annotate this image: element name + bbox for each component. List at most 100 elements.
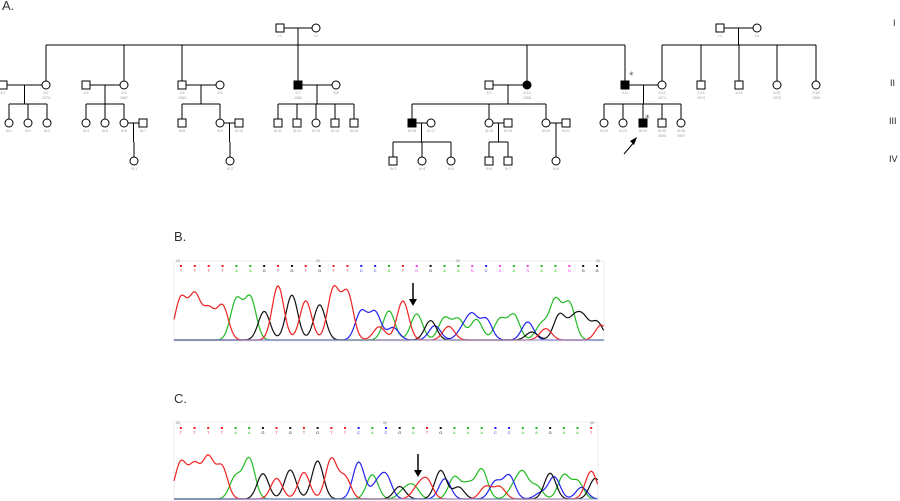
birth-year-label: 1960 bbox=[294, 96, 302, 100]
base-call-label: T bbox=[346, 268, 349, 273]
base-call-label: G bbox=[439, 430, 442, 435]
trace-t bbox=[173, 454, 599, 500]
base-quality-dot bbox=[549, 427, 552, 429]
generation-label-iii: III bbox=[889, 116, 897, 126]
trace-c bbox=[174, 308, 604, 341]
pedigree-male-iii-12 bbox=[292, 118, 302, 128]
pedigree-male-ii-1 bbox=[0, 80, 8, 90]
base-quality-dot bbox=[220, 427, 223, 429]
pedigree-female-iv-2 bbox=[225, 156, 235, 166]
base-quality-dot bbox=[221, 265, 224, 267]
individual-id-label: III:25 bbox=[658, 129, 666, 133]
individual-id-label: III:22 bbox=[600, 129, 608, 133]
base-call-label: G bbox=[398, 430, 401, 435]
pedigree-male-i-3 bbox=[715, 23, 725, 33]
pedigree-female-i-4 bbox=[752, 23, 762, 33]
pedigree-female-iii-2 bbox=[23, 118, 33, 128]
trace-c bbox=[174, 461, 598, 500]
individual-id-label: II:2 bbox=[44, 91, 49, 95]
individual-id-label: III:17 bbox=[427, 129, 435, 133]
pedigree-male-i-1 bbox=[275, 23, 285, 33]
individual-id-label: II:9 bbox=[487, 91, 492, 95]
base-call-label: N bbox=[471, 268, 474, 273]
base-call-label: A bbox=[453, 430, 456, 435]
base-quality-dot bbox=[346, 265, 349, 267]
base-call-label: T bbox=[305, 268, 308, 273]
base-quality-dot bbox=[343, 427, 346, 429]
base-call-label: G bbox=[318, 268, 321, 273]
base-call-label: G bbox=[290, 268, 293, 273]
pedigree-female-ii-4 bbox=[119, 80, 129, 90]
pedigree-female-iii-1 bbox=[4, 118, 14, 128]
base-quality-dot bbox=[412, 427, 415, 429]
base-call-label: A bbox=[467, 430, 470, 435]
base-quality-dot bbox=[467, 427, 470, 429]
individual-id-label: III:21 bbox=[562, 129, 570, 133]
individual-id-label: IV:7 bbox=[505, 167, 511, 171]
base-call-label: N bbox=[499, 268, 502, 273]
base-quality-dot bbox=[429, 265, 432, 267]
base-quality-dot bbox=[471, 265, 474, 267]
generation-label-i: I bbox=[893, 18, 896, 28]
base-call-label: T bbox=[207, 430, 210, 435]
base-quality-dot bbox=[290, 265, 293, 267]
base-quality-dot bbox=[318, 265, 321, 267]
position-tick-label: 10 bbox=[176, 258, 181, 263]
trace-t bbox=[173, 284, 604, 341]
base-quality-dot bbox=[275, 427, 278, 429]
individual-id-label: II:1 bbox=[1, 91, 6, 95]
individual-id-label: II:4 bbox=[122, 91, 127, 95]
base-call-label: G bbox=[429, 268, 432, 273]
position-tick-label: 30 bbox=[456, 258, 461, 263]
birth-year-label: 1997 bbox=[677, 134, 685, 138]
pedigree-female-iii-18 bbox=[484, 118, 494, 128]
proband-arrowhead-icon bbox=[630, 137, 637, 145]
individual-id-label: III:6 bbox=[121, 129, 127, 133]
base-quality-dot bbox=[398, 427, 401, 429]
individual-id-label: III:26 bbox=[677, 129, 685, 133]
base-quality-dot bbox=[494, 427, 497, 429]
base-call-label: T bbox=[180, 268, 183, 273]
individual-id-label: III:16 bbox=[408, 129, 416, 133]
base-quality-dot bbox=[179, 427, 182, 429]
base-call-label: A bbox=[249, 268, 252, 273]
base-call-label: A bbox=[480, 430, 483, 435]
base-call-label: T bbox=[330, 430, 333, 435]
arrow-down-icon bbox=[409, 299, 417, 306]
individual-id-label: II:10 bbox=[524, 91, 531, 95]
base-quality-dot bbox=[535, 427, 538, 429]
pedigree-female-ii-8 bbox=[331, 80, 341, 90]
trace-g bbox=[174, 460, 599, 500]
base-call-label: A bbox=[457, 268, 460, 273]
pedigree-female-iv-5 bbox=[446, 156, 456, 166]
base-quality-dot bbox=[249, 265, 252, 267]
individual-id-label: III:15 bbox=[350, 129, 358, 133]
generation-label-iv: IV bbox=[889, 154, 898, 164]
trace-a bbox=[174, 456, 598, 500]
individual-id-label: III:12 bbox=[293, 129, 301, 133]
pedigree-male-ii-13 bbox=[696, 80, 706, 90]
individual-id-label: II:7 bbox=[296, 91, 301, 95]
birth-year-label: 1976 bbox=[773, 96, 781, 100]
pedigree-female-ii-15 bbox=[772, 80, 782, 90]
pedigree-male-ii-3 bbox=[81, 80, 91, 90]
base-quality-dot bbox=[426, 427, 429, 429]
individual-id-label: III:11 bbox=[274, 129, 282, 133]
base-call-label: T bbox=[332, 268, 335, 273]
individual-id-label: IV:1 bbox=[131, 167, 137, 171]
panel-label-c: C. bbox=[174, 391, 187, 406]
base-quality-dot bbox=[235, 265, 238, 267]
base-call-label: A bbox=[248, 430, 251, 435]
individual-id-label: II:3 bbox=[84, 91, 89, 95]
pedigree-male-iii-7 bbox=[138, 118, 148, 128]
pedigree-male-iv-6 bbox=[484, 156, 494, 166]
base-quality-dot bbox=[562, 427, 565, 429]
base-quality-dot bbox=[568, 265, 571, 267]
birth-year-label: 1973 bbox=[42, 96, 50, 100]
base-call-label: C bbox=[360, 268, 363, 273]
base-quality-dot bbox=[289, 427, 292, 429]
pedigree-female-iii-5 bbox=[100, 118, 110, 128]
base-quality-dot bbox=[439, 427, 442, 429]
individual-id-label: III:14 bbox=[331, 129, 339, 133]
